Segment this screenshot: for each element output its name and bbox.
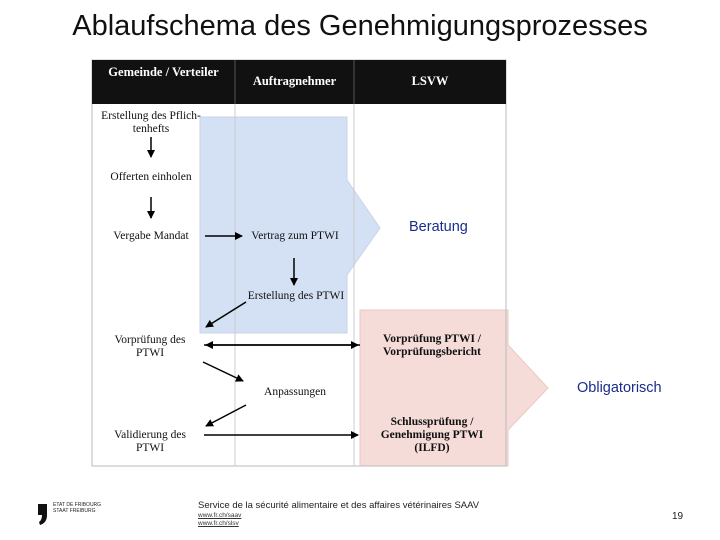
step-vergabe: Vergabe Mandat — [113, 230, 189, 242]
phase-label-beratung: Beratung — [409, 219, 468, 235]
header-gemeinde: Gemeinde / Verteiler — [108, 65, 219, 79]
arrow-erstellung-vorpruefung — [205, 301, 247, 328]
step-vorpruefung-ptwi: Vorprüfung des PTWI — [114, 334, 186, 359]
step-vertrag: Vertrag zum PTWI — [251, 230, 339, 242]
logo-line-2: STAAT FREIBURG — [53, 508, 96, 514]
page-number: 19 — [672, 511, 684, 522]
arrow-anpassungen-validierung — [205, 404, 247, 427]
beratung-phase-arrow — [199, 116, 381, 334]
page-title: Ablaufschema des Genehmigungsprozesses — [72, 10, 648, 42]
footer-link-2[interactable]: www.fr.ch/slsv — [198, 520, 239, 527]
phase-label-obligatorisch: Obligatorisch — [577, 380, 662, 396]
fribourg-logo-mark — [38, 504, 47, 525]
logo-line-1: ETAT DE FRIBOURG — [53, 502, 102, 508]
step-vorpruefung-lsvw: Vorprüfung PTWI / Vorprüfungsbericht — [383, 333, 481, 358]
logo-text: ETAT DE FRIBOURG STAAT FREIBURG — [53, 502, 101, 514]
header-auftragnehmer: Auftragnehmer — [252, 74, 337, 88]
step-schlusspruefung: Schlussprüfung / Genehmigung PTWI (ILFD) — [380, 416, 484, 454]
arrow-vorpruefung-anpassungen — [202, 361, 244, 382]
header-lsvw: LSVW — [411, 74, 449, 88]
step-anpassungen: Anpassungen — [264, 386, 326, 398]
step-erstellung-pflichtenheft: Erstellung des Pflich-tenhefts — [101, 110, 201, 135]
step-validierung: Validierung des PTWI — [114, 429, 186, 454]
table-header-bar — [92, 60, 506, 104]
footer-link-1[interactable]: www.fr.ch/saav — [198, 512, 242, 519]
step-offerten: Offerten einholen — [110, 171, 192, 183]
step-erstellung-ptwi: Erstellung des PTWI — [247, 290, 345, 302]
footer-service: Service de la sécurité alimentaire et de… — [198, 500, 480, 511]
